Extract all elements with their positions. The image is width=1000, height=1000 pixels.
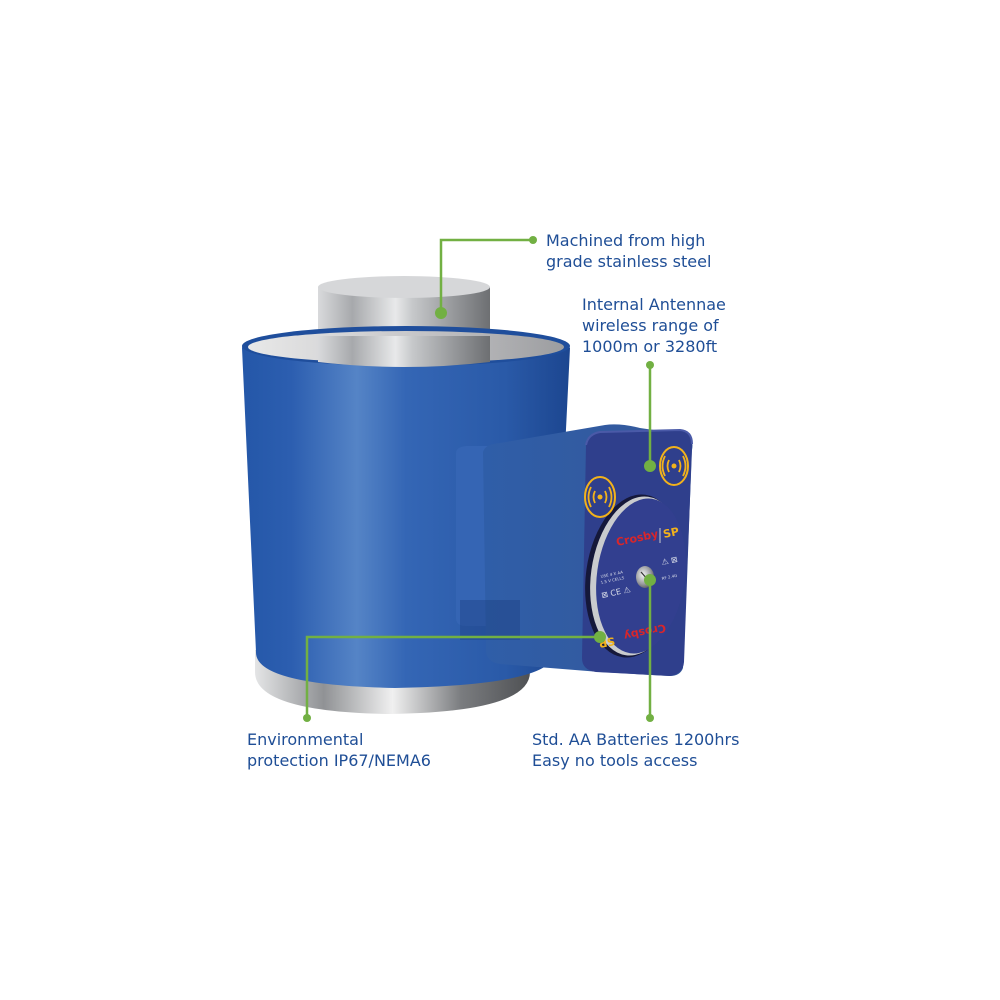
wireless-signal-icon [659, 446, 689, 486]
callout-line: Environmental [247, 730, 364, 749]
compliance-marks: USE 4 X AA 1.5 V CELLS ⊠ CE ⚠ ⚠ ⊠ RF 2.4… [600, 555, 678, 600]
callout-line: wireless range of [582, 316, 719, 335]
leader-steel [439, 238, 533, 313]
callout-environmental-protection: Environmental protection IP67/NEMA6 [247, 729, 431, 771]
leader-environment [305, 635, 600, 718]
svg-text:⚠ ⊠: ⚠ ⊠ [661, 555, 679, 567]
svg-text:USE 4 X AA: USE 4 X AA [600, 569, 623, 579]
leader-dots [303, 236, 656, 722]
callout-line: 1000m or 3280ft [582, 337, 718, 356]
svg-text:RF 2.4G: RF 2.4G [661, 573, 678, 581]
callout-line: Machined from high [546, 231, 706, 250]
callout-internal-antennae: Internal Antennae wireless range of 1000… [582, 294, 726, 357]
callout-line: Easy no tools access [532, 751, 698, 770]
callout-line: Std. AA Batteries 1200hrs [532, 730, 740, 749]
callout-stainless-steel: Machined from high grade stainless steel [546, 230, 711, 272]
callout-line: grade stainless steel [546, 252, 712, 271]
callout-line: protection IP67/NEMA6 [247, 751, 431, 770]
wireless-signal-icon [584, 476, 616, 518]
svg-text:SP: SP [662, 525, 680, 541]
callout-batteries: Std. AA Batteries 1200hrs Easy no tools … [532, 729, 739, 771]
svg-text:1.5 V CELLS: 1.5 V CELLS [600, 575, 625, 585]
callout-line: Internal Antennae [582, 295, 726, 314]
leader-lines [305, 238, 652, 718]
